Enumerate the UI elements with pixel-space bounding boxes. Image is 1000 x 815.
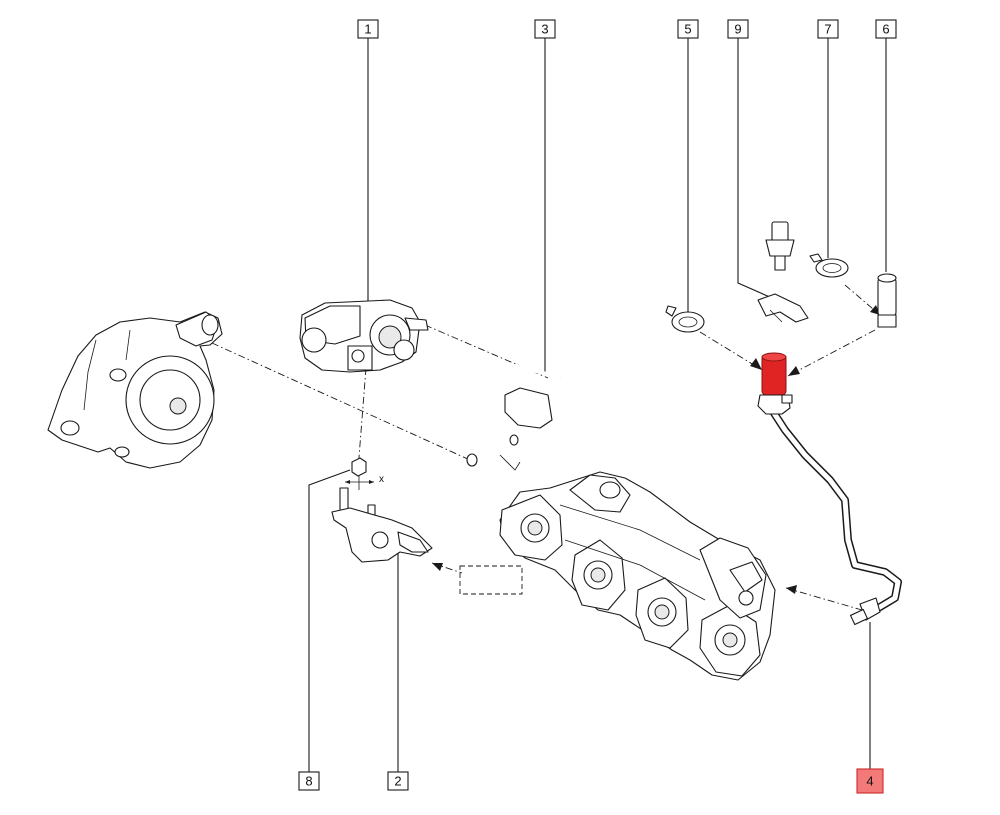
callout-label-8: 8 xyxy=(305,774,312,789)
callout-5: 5 xyxy=(677,19,699,39)
callout-label-9: 9 xyxy=(734,22,741,37)
part-4-tube-illustration xyxy=(768,406,902,626)
dimension-mark-x: x xyxy=(379,474,384,485)
callout-3: 3 xyxy=(534,19,556,39)
part-6-sleeve-illustration xyxy=(877,273,897,328)
sensor-illustration xyxy=(765,221,795,271)
callout-label-7: 7 xyxy=(824,22,831,37)
leader-lines xyxy=(308,38,887,772)
part-1-valve-body-illustration xyxy=(299,299,429,373)
part-5-clamp-illustration xyxy=(665,305,705,333)
callout-label-5: 5 xyxy=(684,22,691,37)
callout-8: 8 xyxy=(298,771,320,791)
part-8-stud-illustration: x xyxy=(345,457,384,490)
callout-label-4: 4 xyxy=(866,774,873,789)
callout-7: 7 xyxy=(817,19,839,39)
callout-2: 2 xyxy=(387,771,409,791)
vacuum-pump-illustration xyxy=(47,311,223,469)
callout-label-6: 6 xyxy=(882,22,889,37)
manifold-illustration xyxy=(499,471,776,681)
callout-6: 6 xyxy=(875,19,897,39)
part-3-pipe-illustration xyxy=(466,356,562,471)
part-9-clip-illustration xyxy=(757,293,809,323)
callout-4: 4 xyxy=(856,768,884,794)
part-7-clamp-illustration xyxy=(809,253,849,278)
callout-label-1: 1 xyxy=(364,22,371,37)
callout-label-2: 2 xyxy=(394,774,401,789)
part-2-bracket-illustration xyxy=(331,487,433,563)
not-supplied-part-outline xyxy=(459,565,523,595)
highlighted-sleeve-illustration xyxy=(757,352,793,415)
callout-1: 1 xyxy=(357,19,379,39)
callout-9: 9 xyxy=(727,19,749,39)
callout-label-3: 3 xyxy=(541,22,548,37)
